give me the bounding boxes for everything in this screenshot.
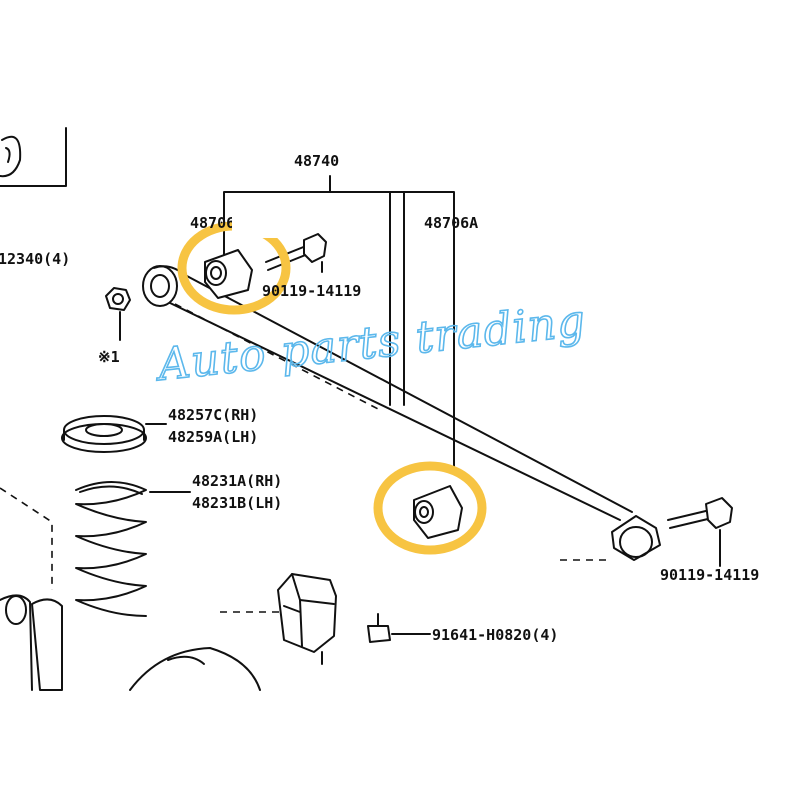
label-bumper-bolt: 91641-H0820(4) [432,626,558,644]
bolt-right [667,497,733,561]
spring-seat [61,415,167,453]
label-spring-seat-rh: 48257C(RH) [168,406,258,424]
rod-right-eye [611,515,661,561]
bump-stopper [277,573,337,665]
highlight-circle-lower [373,461,487,555]
partial-inset-frame [0,127,67,187]
label-bolt-right: 90119-14119 [660,566,759,584]
label-bushing-left: 48706A [190,214,244,232]
label-bushing-right: 48706A [424,214,478,232]
label-assembly: 48740 [294,152,339,170]
label-occluder [232,212,282,238]
label-nut-note: ※1 [98,348,120,366]
label-bolt-top: 90119-14119 [262,282,361,300]
nut-part [105,287,131,341]
rod-left-eye [142,265,178,307]
bolt-small [367,613,431,643]
label-spring-seat-lh: 48259A(LH) [168,428,258,446]
bushing-lower [413,485,463,539]
bushing-upper [204,249,253,299]
label-bolt-left-partial: 12340(4) [0,250,70,268]
coil-spring [75,481,191,617]
label-spring-rh: 48231A(RH) [192,472,282,490]
lateral-rod [142,265,661,561]
label-spring-lh: 48231B(LH) [192,494,282,512]
axle-housing-outline [0,487,280,691]
